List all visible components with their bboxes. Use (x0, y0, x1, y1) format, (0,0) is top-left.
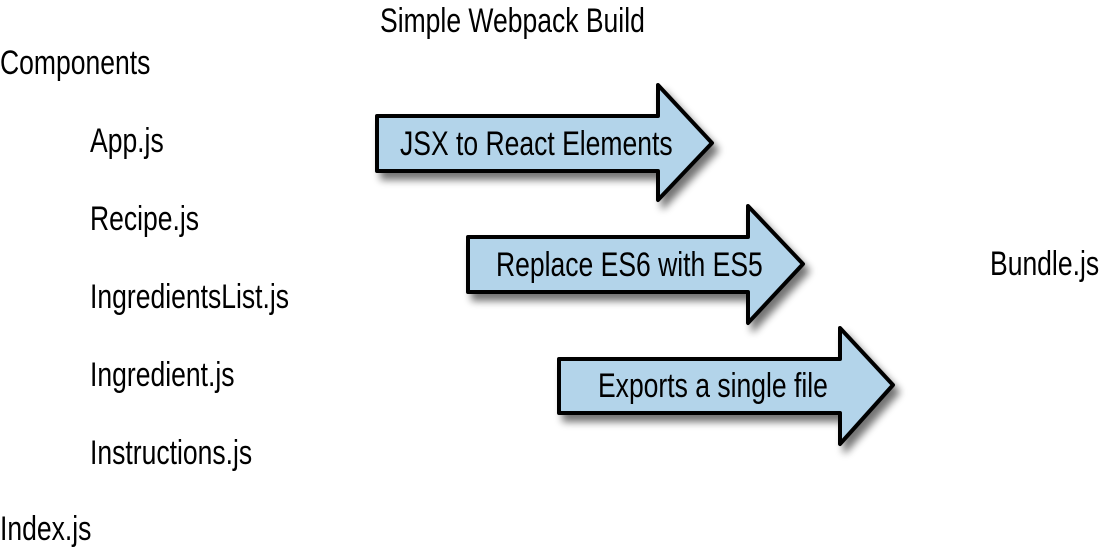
component-file-instructions: Instructions.js (90, 434, 253, 472)
component-file-ingredients-list: IngredientsList.js (90, 278, 290, 316)
component-file-recipe: Recipe.js (90, 200, 200, 238)
step-arrow-3: Exports a single file (557, 326, 895, 446)
step-label: Replace ES6 with ES5 (496, 246, 763, 284)
arrow-shape (557, 326, 895, 446)
component-file-ingredient: Ingredient.js (90, 356, 235, 394)
step-arrow-2: Replace ES6 with ES5 (466, 204, 805, 325)
entry-file: Index.js (0, 510, 92, 548)
step-arrow-1: JSX to React Elements (375, 83, 714, 202)
arrow-shape (466, 204, 805, 325)
output-file: Bundle.js (990, 245, 1100, 283)
component-file-app: App.js (90, 122, 164, 160)
diagram-title: Simple Webpack Build (380, 2, 645, 40)
components-heading: Components (0, 44, 151, 82)
step-label: Exports a single file (598, 367, 828, 405)
step-label: JSX to React Elements (400, 125, 673, 163)
arrow-shape (375, 83, 714, 202)
